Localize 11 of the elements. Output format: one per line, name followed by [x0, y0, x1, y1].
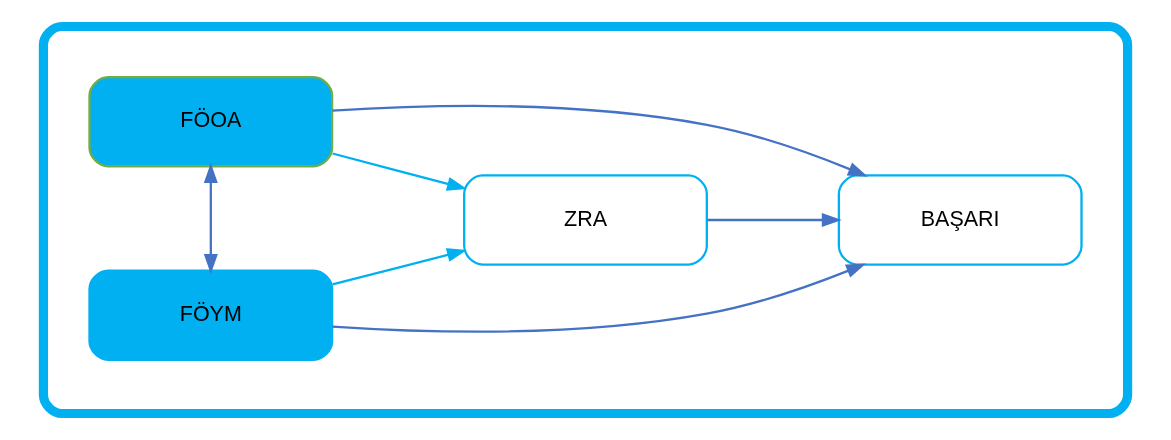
node-box: ZRA [463, 174, 708, 266]
node-box: FÖOA [88, 76, 334, 168]
node-box: FÖYM [88, 269, 334, 361]
arrow [332, 152, 467, 191]
arrow [707, 213, 842, 227]
node-box: BAŞARI [837, 174, 1083, 266]
arrow [332, 263, 867, 333]
arrow [332, 105, 868, 177]
arrow [332, 248, 467, 286]
arrow [203, 163, 218, 275]
cluster [38, 21, 1133, 419]
